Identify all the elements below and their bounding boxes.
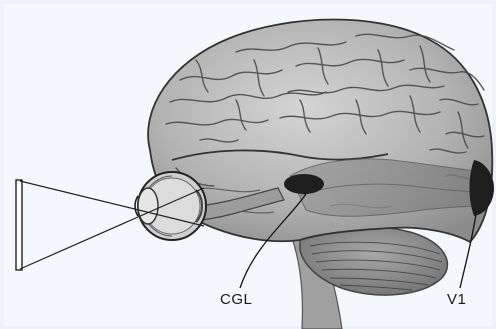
v1-label: V1: [447, 291, 466, 308]
cgl-nucleus: [284, 174, 324, 194]
cgl-label: CGL: [220, 291, 252, 308]
eye-icon: [135, 172, 206, 240]
stimulus-bar-icon: [16, 180, 22, 270]
